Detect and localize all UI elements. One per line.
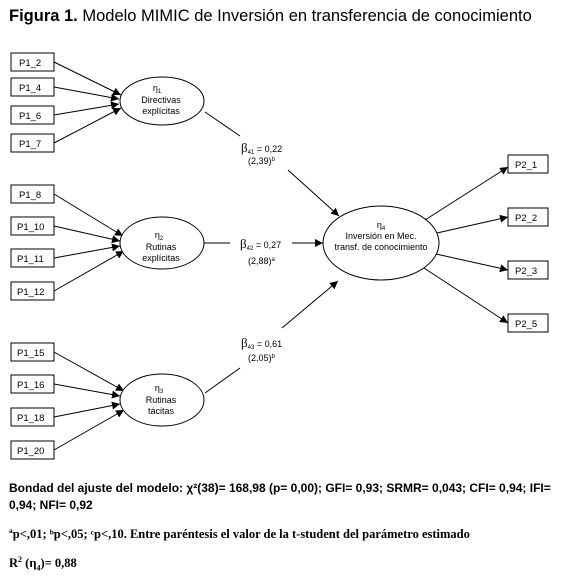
latent-eta2-line2: explícitas	[142, 253, 180, 263]
arrow-p1-6-eta1	[53, 101, 120, 116]
latent-eta4-symbol: η4	[377, 220, 386, 232]
significance-note: ªp<,01; ᵇp<,05; ᶜp<,10. Entre paréntesis…	[9, 527, 470, 541]
arrow-p1-8-eta2	[53, 193, 124, 237]
arrow-eta4-p2-2	[436, 214, 509, 234]
arrow-p1-12-eta2	[53, 250, 125, 292]
arrow-eta4-p2-1	[424, 166, 509, 221]
path-beta43-label: β43 = 0,61	[241, 335, 282, 351]
figure-caption: Modelo MIMIC de Inversión en transferenc…	[82, 7, 532, 25]
latent-eta2-symbol: η2	[155, 230, 164, 242]
indicator-label-p1-8: P1_8	[19, 190, 41, 201]
indicator-label-p1-12: P1_12	[17, 287, 44, 298]
arrow-p1-10-eta2	[53, 225, 121, 244]
figure-title: Figura 1. Modelo MIMIC de Inversión en t…	[9, 7, 532, 26]
path-beta43-segment-a	[204, 367, 241, 394]
arrow-p1-15-eta3	[53, 351, 125, 392]
output-box-p2-5	[507, 313, 549, 333]
latent-eta3-line2: tácitas	[148, 406, 175, 416]
arrow-eta4-p2-3	[435, 253, 509, 273]
arrow-p1-2-eta1	[53, 61, 122, 96]
arrow-p1-20-eta3	[53, 409, 125, 451]
latent-eta1-symbol: η1	[153, 83, 162, 95]
output-label-p2-3: P2_3	[515, 266, 537, 277]
path-beta42-label: β42 = 0,27	[240, 236, 281, 252]
indicator-label-p1-16: P1_16	[17, 380, 44, 391]
indicator-label-p1-20: P1_20	[17, 446, 44, 457]
arrow-p1-4-eta1	[53, 86, 120, 102]
latent-eta3-symbol: η3	[155, 383, 164, 395]
indicator-label-p1-10: P1_10	[17, 222, 44, 233]
path-beta43-segment-b	[281, 280, 339, 329]
latent-eta1	[119, 76, 205, 126]
indicator-label-p1-11: P1_11	[17, 254, 44, 265]
path-beta41-label: β41 = 0,22	[241, 140, 282, 156]
arrow-p1-11-eta2	[53, 243, 121, 259]
output-label-p2-2: P2_2	[515, 213, 537, 224]
indicator-label-p1-2: P1_2	[19, 58, 41, 69]
latent-eta4-line1: Inversión en Mec.	[345, 231, 416, 241]
indicator-label-p1-7: P1_7	[19, 139, 41, 150]
output-box-p2-1	[507, 154, 549, 174]
indicator-label-p1-15: P1_15	[17, 348, 44, 359]
indicator-label-p1-18: P1_18	[17, 413, 44, 424]
path-beta41-se: (2,39)b	[248, 156, 276, 166]
indicator-label-p1-6: P1_6	[19, 111, 41, 122]
latent-eta3-line1: Rutinas	[146, 395, 177, 405]
path-beta42-se: (2,88)a	[248, 256, 276, 266]
arrow-p1-16-eta3	[53, 383, 121, 399]
path-beta41-segment-a	[204, 111, 241, 137]
latent-eta2-line1: Rutinas	[146, 242, 177, 252]
latent-eta4	[322, 205, 440, 281]
indicator-label-p1-4: P1_4	[19, 83, 41, 94]
output-box-p2-3	[507, 260, 549, 280]
goodness-of-fit-text: Bondad del ajuste del modelo: χ²(38)= 16…	[9, 481, 551, 512]
arrow-p1-18-eta3	[53, 401, 121, 418]
arrow-p1-7-eta1	[53, 107, 122, 144]
latent-eta1-line2: explícitas	[142, 106, 180, 116]
figure-label: Figura 1.	[9, 7, 78, 25]
output-label-p2-5: P2_5	[515, 319, 537, 330]
latent-eta4-line2: transf. de conocimiento	[334, 242, 427, 252]
output-box-p2-2	[507, 207, 549, 227]
output-label-p2-1: P2_1	[515, 160, 537, 171]
arrow-eta4-p2-5	[423, 267, 509, 324]
path-beta43-se: (2,05)b	[248, 353, 276, 363]
r-squared: R2 (η4)= 0,88	[9, 555, 77, 573]
latent-eta1-line1: Directivas	[141, 95, 181, 105]
path-beta41-segment-b	[287, 169, 340, 217]
latent-eta3	[119, 373, 205, 427]
